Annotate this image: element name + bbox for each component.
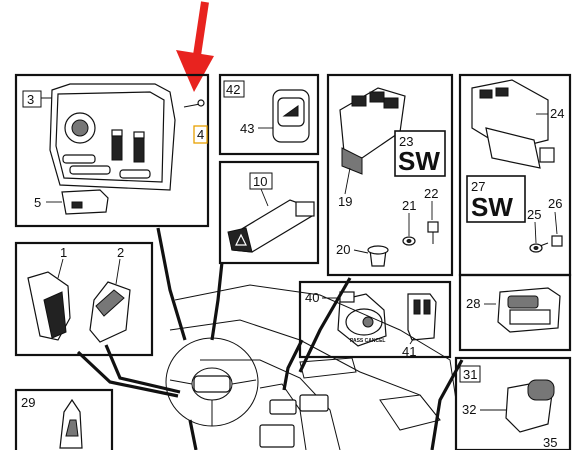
callout-22: 22	[424, 186, 438, 201]
panel-29: 29	[14, 388, 114, 450]
panel-31: 31 32 35	[454, 356, 572, 450]
switch-2	[89, 281, 131, 343]
callout-32: 32	[462, 402, 476, 417]
washer-25	[529, 243, 543, 253]
callout-20: 20	[336, 242, 350, 257]
callout-28: 28	[466, 296, 480, 311]
red-arrow-icon	[176, 1, 214, 92]
switch-29	[59, 398, 83, 449]
callout-35: 35	[543, 435, 557, 450]
knob-text: PASS CANCEL	[350, 338, 385, 344]
callout-2: 2	[117, 245, 124, 260]
callout-40: 40	[305, 290, 319, 305]
callout-24: 24	[550, 106, 564, 121]
window-switch-19	[339, 87, 406, 175]
clip-20	[367, 245, 389, 267]
screw-22	[427, 221, 439, 244]
callout-29: 29	[21, 395, 35, 410]
sw-label-27: SW	[471, 192, 513, 222]
callout-3: 3	[27, 92, 34, 107]
screw-26	[539, 235, 563, 247]
panel-10: 10	[218, 160, 320, 265]
callout-31: 31	[463, 367, 477, 382]
callout-1: 1	[60, 245, 67, 260]
callout-21: 21	[402, 198, 416, 213]
light-switch-housing	[49, 83, 176, 191]
connector-41	[407, 293, 437, 341]
callout-4: 4	[197, 127, 204, 142]
door-switch-24	[471, 79, 555, 169]
callout-26: 26	[548, 196, 562, 211]
switch-43	[272, 89, 310, 143]
switch-28	[497, 287, 561, 333]
small-button-5	[61, 189, 109, 215]
dashboard-illustration	[165, 284, 457, 450]
callout-42: 42	[226, 82, 240, 97]
panel-1-2: 1 2	[14, 241, 154, 357]
panel-40-41: PASS CANCEL 40 41	[298, 280, 452, 359]
callout-41: 41	[402, 344, 416, 359]
panel-28: 28	[458, 273, 572, 352]
panel-42: 42 43	[218, 73, 320, 156]
knob-40: PASS CANCEL	[337, 291, 387, 347]
connector-lines	[76, 227, 464, 450]
panel-window-switch: 19 23 SW 22 21 20	[326, 73, 454, 277]
panel-light-switch: 3 5	[14, 73, 210, 228]
callout-23: 23	[399, 134, 413, 149]
callout-25: 25	[527, 207, 541, 222]
callout-27: 27	[471, 179, 485, 194]
washer-21	[402, 236, 416, 246]
callout-43: 43	[240, 121, 254, 136]
switch-1	[27, 271, 71, 341]
callout-10: 10	[253, 174, 267, 189]
screw-4	[183, 99, 205, 108]
hazard-switch-10	[227, 199, 315, 253]
callout-19: 19	[338, 194, 352, 209]
steering-wheel	[165, 337, 259, 427]
sw-label-23: SW	[398, 146, 440, 176]
switch-32	[505, 379, 555, 433]
callout-5: 5	[34, 195, 41, 210]
panel-door-switch: 24 27 SW 26 25	[458, 73, 572, 277]
